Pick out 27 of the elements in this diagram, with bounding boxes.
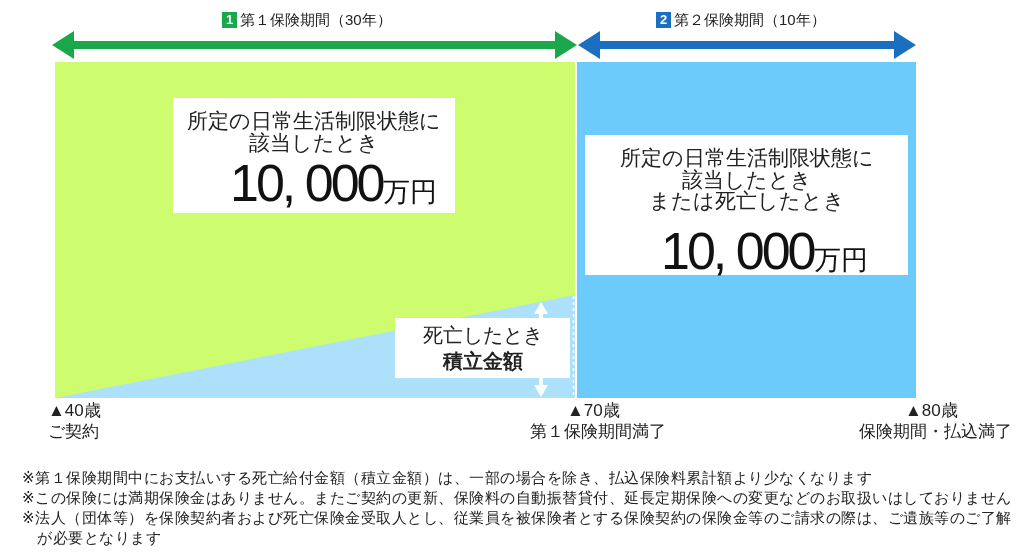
amount-text: 積立金額 — [441, 349, 524, 373]
age-marker-label: ▲70歳 — [567, 401, 620, 421]
footnote: ※法人（団体等）を保険契約者および死亡保険金受取人とし、従業員を被保険者とする保険契約の保険金等のご請求の際は、ご遺族等のご了解が必要となります — [22, 508, 1013, 548]
first-period-band — [55, 62, 575, 398]
period-heading: 第１保険期間（30年） — [240, 10, 392, 30]
period-heading: 第２保険期間（10年） — [674, 10, 826, 30]
condition-text: 死亡したとき — [421, 323, 544, 347]
age-marker-label: ▲80歳 — [905, 401, 958, 421]
second-period-band — [577, 62, 916, 398]
milestone-label: ご契約 — [48, 422, 99, 442]
condition-text: 所定の日常生活制限状態に該当したとき — [186, 110, 442, 153]
condition-text: 所定の日常生活制限状態に該当したとき — [618, 147, 875, 190]
benefit-amount: 10, 000 — [661, 228, 814, 274]
footnote: ※第１保険期間中にお支払いする死亡給付金額（積立金額）は、一部の場合を除き、払込保険料累計額より少なくなります — [22, 468, 874, 488]
death-benefit-box — [395, 318, 570, 378]
benefit-box — [173, 98, 455, 213]
period-number: 2 — [656, 12, 671, 28]
age-marker-label: ▲40歳 — [48, 401, 101, 421]
benefit-box — [585, 135, 908, 275]
amount-unit: 万円 — [813, 245, 868, 275]
condition-text: または死亡したとき — [647, 190, 846, 212]
milestone-label: 保険期間・払込満了 — [859, 422, 1012, 442]
footnote: ※この保険には満期保険金はありません。またご契約の更新、保険料の自動振替貸付、延長定期保険への変更などのお取扱いはしておりません — [22, 488, 1013, 508]
amount-unit: 万円 — [382, 177, 437, 207]
period-number: 1 — [222, 12, 237, 28]
benefit-amount: 10, 000 — [230, 160, 383, 206]
milestone-label: 第１保険期間満了 — [530, 422, 666, 442]
